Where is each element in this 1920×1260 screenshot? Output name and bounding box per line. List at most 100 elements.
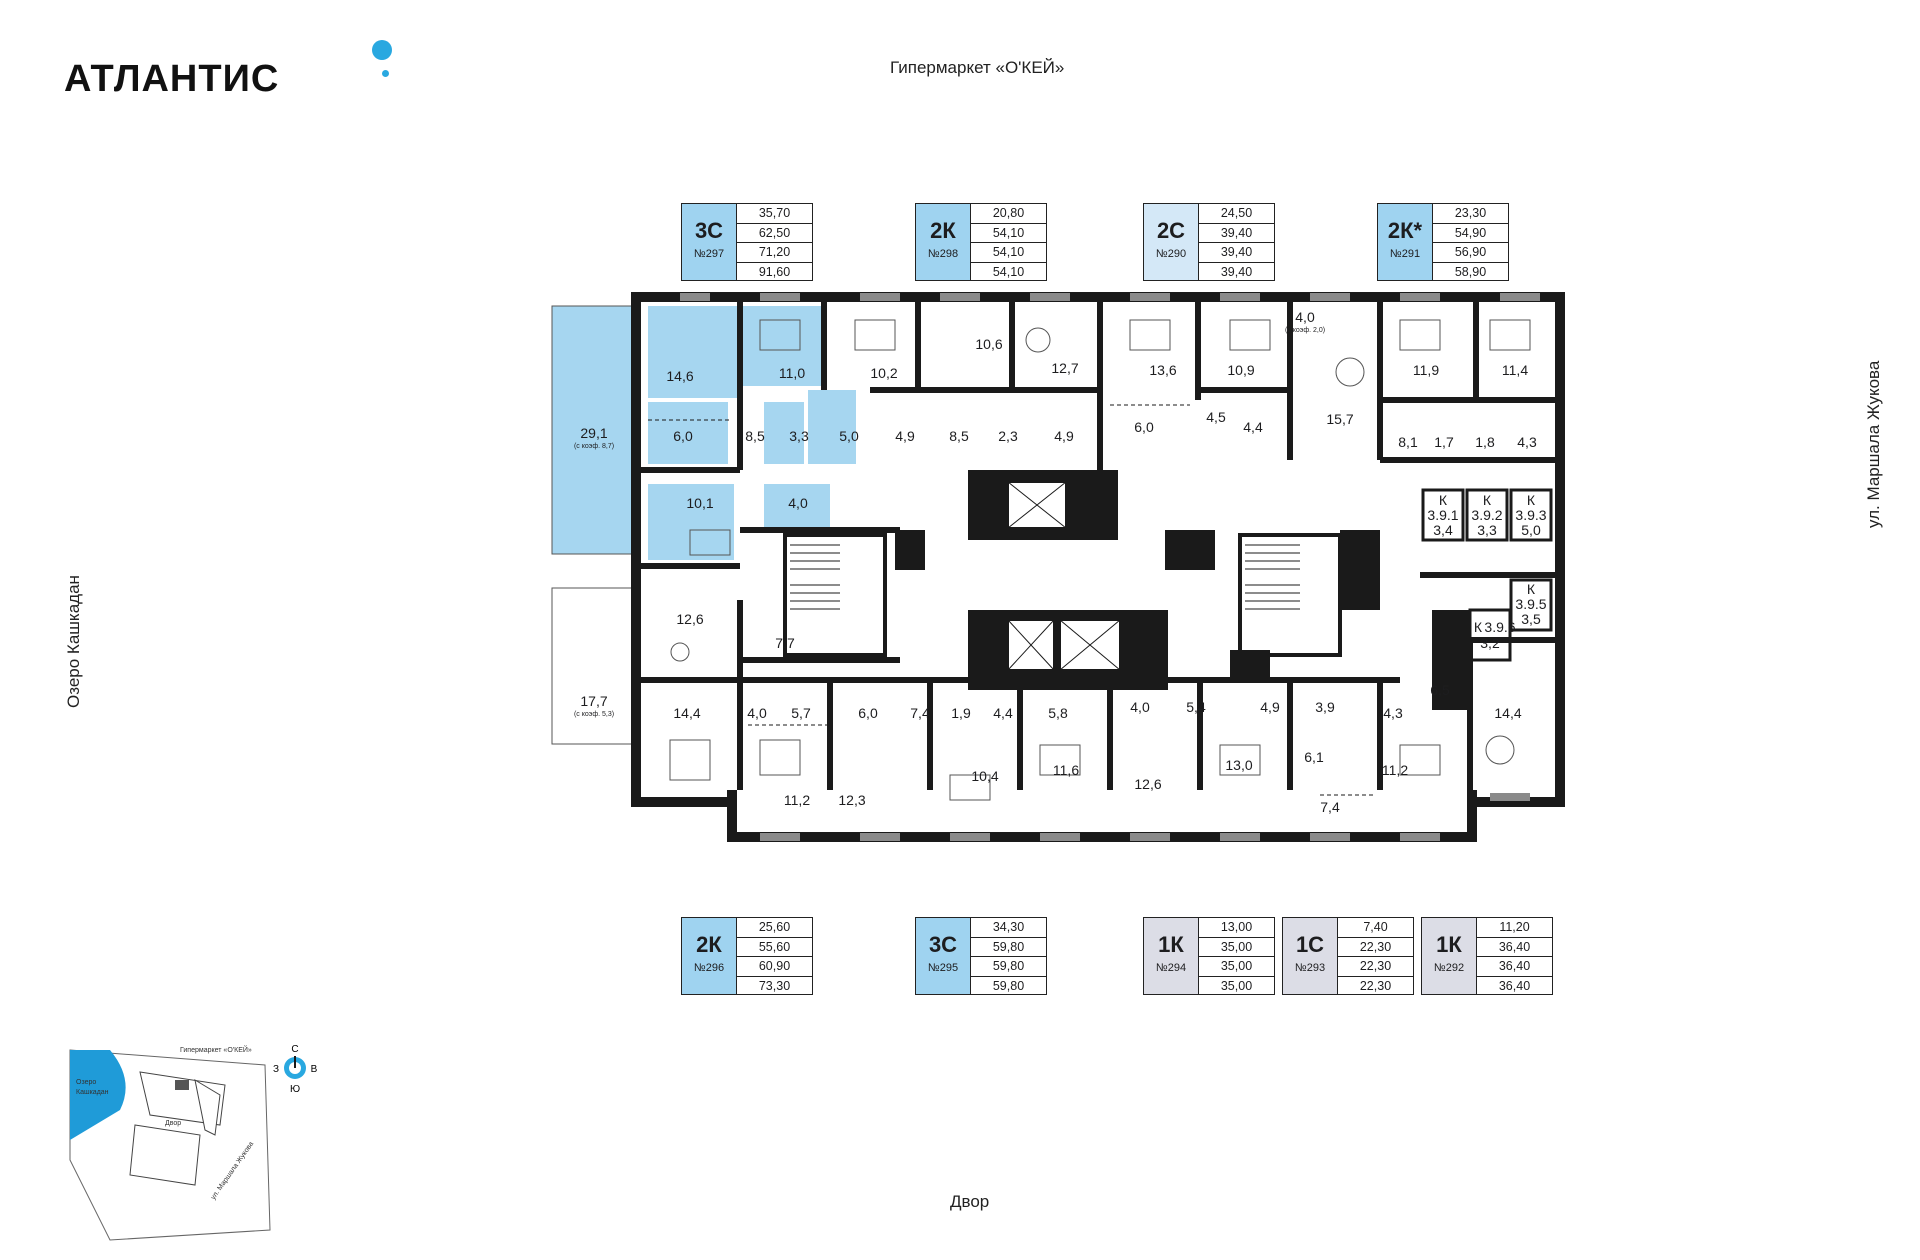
compass-s: Ю bbox=[290, 1084, 300, 1095]
storage-k: К bbox=[1527, 492, 1536, 508]
highlight-room bbox=[764, 484, 830, 530]
core-wall bbox=[1340, 530, 1380, 610]
room-area: 13,6 bbox=[1149, 362, 1176, 378]
apartment-number: №294 bbox=[1155, 962, 1187, 974]
storage-k: К bbox=[1483, 492, 1492, 508]
room-area: 1,9 bbox=[951, 705, 971, 721]
apartment-card-297[interactable]: 3С №297 35,70 62,50 71,20 91,60 bbox=[681, 203, 813, 281]
room-area: 13,0 bbox=[1225, 757, 1252, 773]
room-area: 11,0 bbox=[779, 365, 805, 381]
area-value: 35,00 bbox=[1199, 957, 1274, 977]
area-value: 20,80 bbox=[971, 204, 1046, 224]
room-area: 8,5 bbox=[949, 428, 969, 444]
brand-logo: АТЛАНТИС bbox=[64, 58, 280, 100]
apartment-card-298[interactable]: 2К №298 20,80 54,10 54,10 54,10 bbox=[915, 203, 1047, 281]
area-value: 60,90 bbox=[737, 957, 812, 977]
building-blocks bbox=[129, 1071, 226, 1186]
apartment-code: 2К* bbox=[1387, 218, 1423, 243]
area-value: 36,40 bbox=[1477, 938, 1552, 957]
room-area: 7,4 bbox=[910, 705, 930, 721]
apartment-card-293[interactable]: 1С №293 7,40 22,30 22,30 22,30 bbox=[1282, 917, 1414, 995]
terrace-note: (с коэф. 8,7) bbox=[574, 443, 614, 450]
room-area: 6,5 bbox=[1430, 682, 1450, 698]
room-area: 4,0 bbox=[1295, 309, 1315, 325]
room-area: 14,4 bbox=[1494, 705, 1521, 721]
room-area: 3,9 bbox=[1315, 699, 1335, 715]
minimap-top-label: Гипермаркет «О'КЕЙ» bbox=[180, 1045, 252, 1054]
room-area: 11,9 bbox=[1413, 362, 1439, 378]
storage-area: 3,3 bbox=[1477, 522, 1497, 538]
core-wall bbox=[1165, 530, 1215, 570]
area-value: 23,30 bbox=[1433, 204, 1508, 224]
core-wall bbox=[895, 530, 925, 570]
area-value: 54,10 bbox=[992, 264, 1025, 279]
room-area: 4,4 bbox=[1243, 419, 1263, 435]
street-top-label: Гипермаркет «О'КЕЙ» bbox=[890, 58, 1065, 77]
apartment-card-294[interactable]: 1К №294 13,00 35,00 35,00 35,00 bbox=[1143, 917, 1275, 995]
apartment-card-295[interactable]: 3С №295 34,30 59,80 59,80 59,80 bbox=[915, 917, 1047, 995]
room-area: 11,2 bbox=[784, 792, 810, 808]
apartment-number: №298 bbox=[927, 248, 959, 260]
apartment-code: 1К bbox=[1158, 932, 1184, 957]
storage-k: К bbox=[1474, 619, 1483, 635]
compass-w: З bbox=[273, 1064, 279, 1075]
room-area: 4,0 bbox=[788, 495, 808, 511]
room-area: 4,9 bbox=[1054, 428, 1074, 444]
lake-shape bbox=[70, 1050, 126, 1140]
apartment-number: №292 bbox=[1433, 962, 1465, 974]
terrace-b bbox=[551, 587, 637, 745]
area-value: 35,00 bbox=[1220, 978, 1253, 993]
area-value: 54,10 bbox=[971, 243, 1046, 263]
room-area: 4,0 bbox=[747, 705, 767, 721]
stairs-left-icon bbox=[790, 544, 840, 610]
room-area: 14,4 bbox=[673, 705, 700, 721]
highlight-room bbox=[764, 402, 804, 464]
storage-id: 3.9.6 bbox=[1484, 619, 1515, 635]
room-area: 1,7 bbox=[1434, 434, 1454, 450]
room-area: 10,1 bbox=[686, 495, 713, 511]
room-area: 4,0 bbox=[1130, 699, 1150, 715]
room-area: 8,1 bbox=[1398, 434, 1418, 450]
room-area: 7,4 bbox=[1320, 799, 1340, 815]
area-value: 36,40 bbox=[1498, 978, 1531, 993]
area-value: 7,40 bbox=[1338, 918, 1413, 938]
highlight-room bbox=[742, 306, 822, 386]
compass-e: В bbox=[311, 1064, 318, 1075]
core-wall bbox=[1432, 610, 1470, 710]
room-area: 5,8 bbox=[1048, 705, 1068, 721]
apartment-card-291[interactable]: 2К* №291 23,30 54,90 56,90 58,90 bbox=[1377, 203, 1509, 281]
storage-id: 3.9.5 bbox=[1515, 596, 1546, 612]
apartment-areas: 35,70 62,50 71,20 91,60 bbox=[737, 203, 813, 281]
terrace-area: 17,7 bbox=[580, 693, 607, 709]
apartment-number: №295 bbox=[927, 962, 959, 974]
room-area: 11,2 bbox=[1382, 762, 1408, 778]
storage-id: 3.9.3 bbox=[1515, 507, 1546, 523]
area-value: 91,60 bbox=[758, 264, 791, 279]
area-value: 54,10 bbox=[971, 224, 1046, 243]
room-area: 6,0 bbox=[858, 705, 878, 721]
zone-lines bbox=[648, 404, 1375, 796]
storage-id: 3.9.1 bbox=[1427, 507, 1458, 523]
apartment-card-292[interactable]: 1К №292 11,20 36,40 36,40 36,40 bbox=[1421, 917, 1553, 995]
apartment-card-296[interactable]: 2К №296 25,60 55,60 60,90 73,30 bbox=[681, 917, 813, 995]
area-value: 35,70 bbox=[737, 204, 812, 224]
apartment-type-box: 2К №296 bbox=[681, 917, 737, 995]
room-area: 5,4 bbox=[1186, 699, 1206, 715]
terrace-note: (с коэф. 5,3) bbox=[574, 711, 614, 718]
area-value: 55,60 bbox=[737, 938, 812, 957]
room-area: 10,9 bbox=[1227, 362, 1254, 378]
area-value: 25,60 bbox=[737, 918, 812, 938]
apartment-areas: 24,50 39,40 39,40 39,40 bbox=[1199, 203, 1275, 281]
room-area: 4,4 bbox=[993, 705, 1013, 721]
apartment-number: №293 bbox=[1294, 962, 1326, 974]
apartment-type-box: 1К №292 bbox=[1421, 917, 1477, 995]
storage-area: 3,4 bbox=[1433, 522, 1453, 538]
area-value: 13,00 bbox=[1199, 918, 1274, 938]
apartment-code: 3С bbox=[694, 218, 724, 243]
apartment-card-290[interactable]: 2С №290 24,50 39,40 39,40 39,40 bbox=[1143, 203, 1275, 281]
apartment-number: №296 bbox=[693, 962, 725, 974]
room-area: 3,3 bbox=[789, 428, 809, 444]
room-area: 8,5 bbox=[745, 428, 765, 444]
area-value: 34,30 bbox=[971, 918, 1046, 938]
logo-dot-small-icon bbox=[382, 70, 389, 77]
